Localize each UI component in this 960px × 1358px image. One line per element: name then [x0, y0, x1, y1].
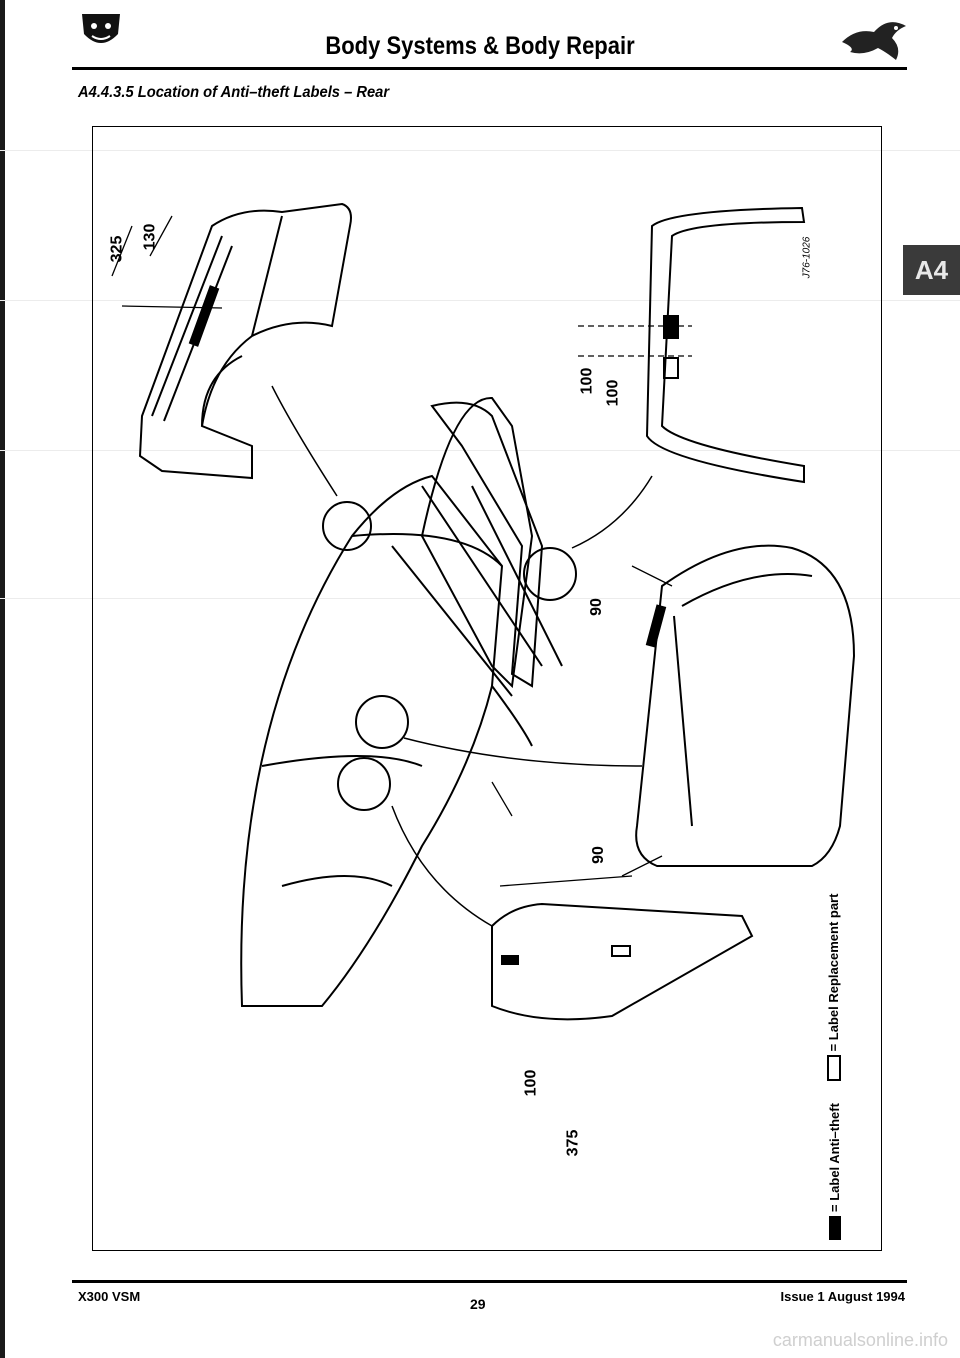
scan-line — [0, 300, 960, 301]
dimension-lines — [111, 215, 692, 887]
footer-issue-date: Issue 1 August 1994 — [780, 1289, 905, 1304]
boot-seal-frame — [645, 206, 806, 484]
footer-manual-id: X300 VSM — [78, 1289, 141, 1304]
legend-replacement-label: = Label Replacement part — [826, 893, 841, 1052]
leaping-jaguar-icon — [842, 22, 906, 60]
section-heading: A4.4.3.5 Location of Anti–theft Labels –… — [78, 84, 390, 101]
scan-line — [0, 150, 960, 151]
figure-reference: J76-1026 — [801, 236, 813, 279]
rear-quarter-panel — [138, 202, 352, 480]
rear-pillar-trim — [430, 401, 544, 688]
dimension-325: 325 — [108, 235, 126, 263]
section-tab-a4[interactable]: A4 — [903, 245, 960, 295]
scan-line — [0, 450, 960, 451]
rear-body-diagram — [111, 202, 856, 1021]
boot-lid — [635, 544, 856, 867]
anti-theft-swatch — [828, 1216, 841, 1240]
dimension-90-upper: 90 — [587, 598, 605, 616]
left-binding-rule — [0, 0, 5, 1358]
scan-line — [0, 598, 960, 599]
spare-wheel-well — [491, 902, 754, 1021]
site-watermark: carmanualsonline.info — [772, 1330, 948, 1350]
page-title: Body Systems & Body Repair — [325, 32, 635, 60]
legend-replacement: = Label Replacement part — [826, 894, 841, 1082]
dimension-100-bottom: 100 — [522, 1069, 540, 1097]
replacement-swatch — [826, 1055, 841, 1082]
footer-rule — [72, 1280, 907, 1283]
car-body — [240, 474, 563, 1007]
dimension-130: 130 — [141, 223, 159, 251]
dimension-100-upper: 100 — [578, 367, 596, 395]
leader-lines — [271, 385, 653, 927]
jaguar-head-icon — [82, 14, 120, 43]
detail-circles — [322, 501, 577, 811]
legend-anti-theft-label: = Label Anti–theft — [827, 1103, 842, 1212]
legend-anti-theft: = Label Anti–theft — [827, 1103, 842, 1240]
dimension-375: 375 — [564, 1129, 582, 1157]
bumper-shelf — [420, 396, 534, 689]
figure-legend: = Label Anti–theft = Label Replacement p… — [826, 876, 844, 1240]
header-rule — [72, 67, 907, 70]
dimension-90-lower: 90 — [589, 846, 607, 864]
dimension-100-lower: 100 — [604, 379, 622, 407]
figure-frame — [92, 126, 882, 1251]
footer-page-number: 29 — [470, 1296, 486, 1312]
